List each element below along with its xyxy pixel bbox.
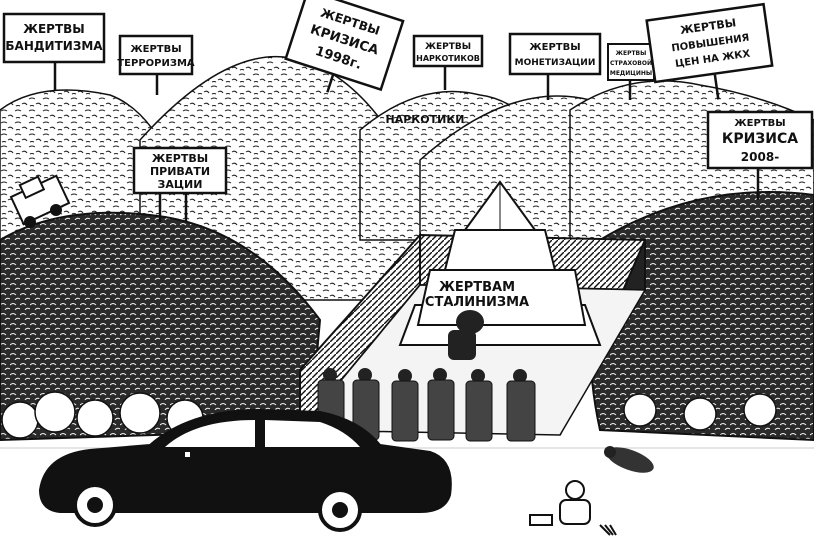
bushes [1, 391, 777, 439]
mourner [352, 368, 380, 441]
sign-crisis2008-line2: КРИЗИСА [722, 131, 798, 147]
sign-privatization-line2: ПРИВАТИ [150, 165, 210, 178]
sign-crisis2008-line3: 2008- [741, 150, 779, 164]
monument-inscription-line2: СТАЛИНИЗМА [425, 295, 529, 310]
sign-housing-prices: ЖЕРТВЫ ПОВЫШЕНИЯ ЦЕН НА ЖКХ [645, 2, 774, 100]
mourner [465, 369, 493, 442]
crawling-figure [529, 480, 617, 536]
sign-privatization: ЖЕРТВЫ ПРИВАТИ ЗАЦИИ [132, 146, 228, 222]
sign-terrorism-line1: ЖЕРТВЫ [130, 44, 181, 55]
sign-crisis-1998: ЖЕРТВЫ КРИЗИСА 1998г. [284, 0, 405, 93]
kneeling-figure [448, 310, 484, 360]
mourner [506, 369, 536, 442]
bulldozer [9, 174, 71, 228]
sign-monetization: ЖЕРТВЫ МОНЕТИЗАЦИИ [508, 32, 602, 100]
sign-drugs-line1: ЖЕРТВЫ [425, 42, 471, 52]
sign-crisis-2008: ЖЕРТВЫ КРИЗИСА 2008- [706, 110, 814, 200]
sign-privatization-line1: ЖЕРТВЫ [152, 152, 208, 165]
sign-drugs-line2: НАРКОТИКОВ [416, 54, 480, 63]
sign-terrorism-line2: ТЕРРОРИЗМА [117, 58, 195, 69]
sign-crisis2008-line1: ЖЕРТВЫ [734, 118, 785, 129]
fallen-figure [604, 446, 654, 473]
mourners-row [317, 368, 536, 442]
sign-privatization-line3: ЗАЦИИ [158, 178, 203, 191]
sign-medicine-line3: МЕДИЦИНЫ [610, 70, 652, 77]
sign-medicine-line2: СТРАХОВОЙ [610, 59, 652, 67]
mourner [427, 368, 455, 441]
mourner [391, 369, 419, 442]
sign-monetization-line1: ЖЕРТВЫ [529, 42, 580, 53]
sign-banditry-line1: ЖЕРТВЫ [23, 22, 84, 36]
drugs-label: НАРКОТИКИ [385, 113, 464, 126]
sign-drugs: ЖЕРТВЫ НАРКОТИКОВ [412, 34, 484, 90]
limousine [38, 408, 452, 532]
sign-medicine: ЖЕРТВЫ СТРАХОВОЙ МЕДИЦИНЫ [607, 43, 655, 100]
sign-banditry-line2: БАНДИТИЗМА [5, 39, 103, 53]
sign-banditry: ЖЕРТВЫ БАНДИТИЗМА [2, 12, 106, 90]
sign-monetization-line2: МОНЕТИЗАЦИИ [515, 58, 596, 68]
sign-terrorism: ЖЕРТВЫ ТЕРРОРИЗМА [117, 34, 195, 95]
sign-medicine-line1: ЖЕРТВЫ [616, 50, 647, 57]
monument-inscription-line1: ЖЕРТВАМ [439, 280, 515, 295]
